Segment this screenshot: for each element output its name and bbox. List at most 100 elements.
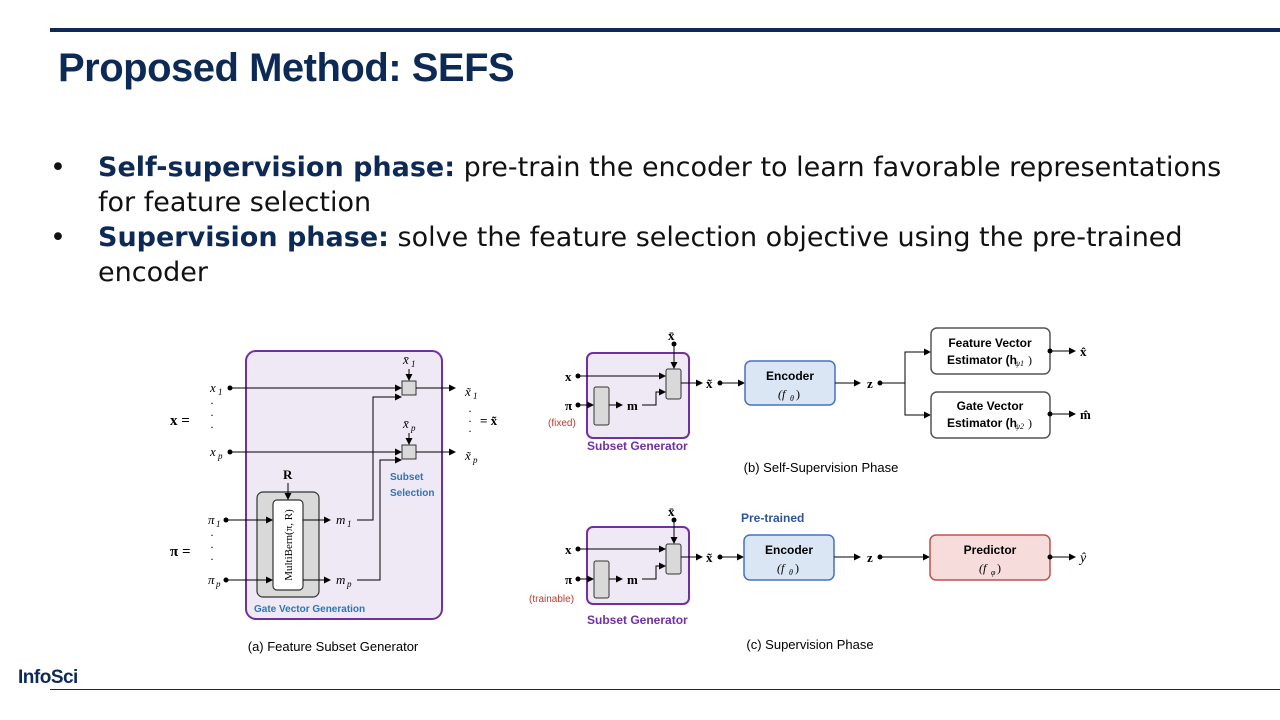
panel-b: x π (fixed) m x̄ x̃ Subset Generator Enc… <box>548 327 1091 475</box>
r-label: R <box>283 467 293 482</box>
c-ftheta-sub: θ <box>789 568 793 577</box>
b-encoder-label: Encoder <box>766 369 814 383</box>
xp-label: x <box>209 444 216 459</box>
xtp-sub: p <box>472 455 478 465</box>
c-trainable-label: (trainable) <box>529 594 574 605</box>
gate-box-b <box>593 386 610 426</box>
b-gve-label-2: Estimator (h <box>947 416 1017 430</box>
b-pi-label: π <box>565 398 572 413</box>
c-pretrained-label: Pre-trained <box>741 511 804 525</box>
bottom-rule <box>50 689 1280 690</box>
gate-box-c <box>593 560 610 599</box>
caption-c: (c) Supervision Phase <box>746 637 873 652</box>
c-ftheta-close: ) <box>795 561 799 575</box>
b-ftheta-sub: θ <box>790 394 794 403</box>
pi1-sub: 1 <box>216 519 221 529</box>
multibern-box <box>272 499 304 591</box>
bullet-list: • Self-supervision phase: pre-train the … <box>50 150 1250 290</box>
m1-sub: 1 <box>347 519 352 529</box>
bullet-item: • Self-supervision phase: pre-train the … <box>50 150 1250 220</box>
c-z-label: z <box>867 550 873 565</box>
b-xbar-label: x̄ <box>668 328 675 343</box>
b-x-label: x <box>565 369 572 384</box>
bullet-lead: Supervision phase: <box>98 222 389 253</box>
bullet-text: pre-train the encoder to learn favorable… <box>98 152 1222 218</box>
infosci-logo: InfoSci <box>18 667 78 688</box>
b-m-label: m <box>627 398 638 413</box>
gate-vector-generation-label: Gate Vector Generation <box>254 604 365 615</box>
mp-label: m <box>336 572 345 587</box>
b-fve-sub: ψ1 <box>1015 359 1024 368</box>
c-xbar-label: x̄ <box>668 504 675 519</box>
subset-selection-2: Selection <box>390 488 434 499</box>
vdots-x-2: . <box>211 405 214 419</box>
x1-label: x <box>209 380 216 395</box>
caption-b: (b) Self-Supervision Phase <box>744 460 899 475</box>
xbarp-sub: p <box>410 423 416 433</box>
select-box-b <box>665 368 682 400</box>
b-mhat-label: m̂ <box>1080 407 1091 422</box>
c-predictor-label: Predictor <box>964 543 1017 557</box>
c-predictor-box <box>929 534 1051 581</box>
pip-sub: p <box>215 579 221 589</box>
top-rule <box>50 28 1280 32</box>
vdots-pi-3: . <box>211 549 214 563</box>
vdots-pi-2: . <box>211 537 214 551</box>
c-ftheta: (f <box>777 561 786 575</box>
xbar1-sub: 1 <box>411 359 416 369</box>
vdots-xt-3: . <box>469 421 472 435</box>
b-z-label: z <box>867 376 873 391</box>
xbarp-label: x̄ <box>402 416 409 431</box>
m1-label: m <box>336 512 345 527</box>
xp-sub: p <box>217 451 223 461</box>
b-gve-sub: ψ2 <box>1015 422 1024 431</box>
pi1-label: π <box>208 512 215 527</box>
c-m-label: m <box>627 572 638 587</box>
c-yhat-label: ŷ <box>1078 551 1087 566</box>
xt1-label: x̃ <box>464 384 472 399</box>
c-subset-generator-label: Subset Generator <box>587 613 688 627</box>
vdots-x-3: . <box>211 417 214 431</box>
b-fve-box <box>930 327 1051 375</box>
multibern-label: MultiBern(π, R) <box>283 509 295 581</box>
c-fphi: (f <box>979 561 988 575</box>
xbar1-label: x̄ <box>402 352 409 367</box>
b-fve-close: ) <box>1028 353 1032 367</box>
b-ftheta: (f <box>778 387 787 401</box>
c-pi-label: π <box>565 572 572 587</box>
subset-selection-1: Subset <box>390 472 424 483</box>
c-x-label: x <box>565 542 572 557</box>
b-fixed-label: (fixed) <box>548 418 576 429</box>
c-encoder-label: Encoder <box>765 543 813 557</box>
bullet-marker: • <box>50 222 66 253</box>
xt1-sub: 1 <box>473 391 478 401</box>
bullet-marker: • <box>50 152 66 183</box>
mp-sub: p <box>346 579 352 589</box>
pip-label: π <box>208 572 215 587</box>
b-gve-close: ) <box>1028 416 1032 430</box>
b-subset-generator-label: Subset Generator <box>587 439 688 453</box>
equals-xt: = x̃ <box>480 413 498 428</box>
bullet-lead: Self-supervision phase: <box>98 152 456 183</box>
c-fphi-sub: φ <box>991 568 996 577</box>
x-equals: x = <box>170 413 190 429</box>
b-ftheta-close: ) <box>796 387 800 401</box>
panel-a: MultiBern(π, R) x = . . . x 1 x p x̄ 1 x… <box>170 350 498 654</box>
caption-a: (a) Feature Subset Generator <box>248 639 419 654</box>
b-fve-label-2: Estimator (h <box>947 353 1017 367</box>
page-title: Proposed Method: SEFS <box>58 46 515 90</box>
vdots-xt-1: . <box>469 401 472 415</box>
bullet-item: • Supervision phase: solve the feature s… <box>50 220 1250 290</box>
xtp-label: x̃ <box>464 448 472 463</box>
vdots-pi-1: . <box>211 525 214 539</box>
selector-p <box>401 444 417 460</box>
c-fphi-close: ) <box>997 561 1001 575</box>
vdots-xt-2: . <box>469 411 472 425</box>
select-box-c <box>665 543 682 575</box>
vdots-x-1: . <box>211 393 214 407</box>
b-xhat-label: x̂ <box>1080 344 1087 359</box>
b-xt-label: x̃ <box>706 376 713 391</box>
b-fve-label-1: Feature Vector <box>948 336 1032 350</box>
junction-dots <box>223 341 1053 583</box>
